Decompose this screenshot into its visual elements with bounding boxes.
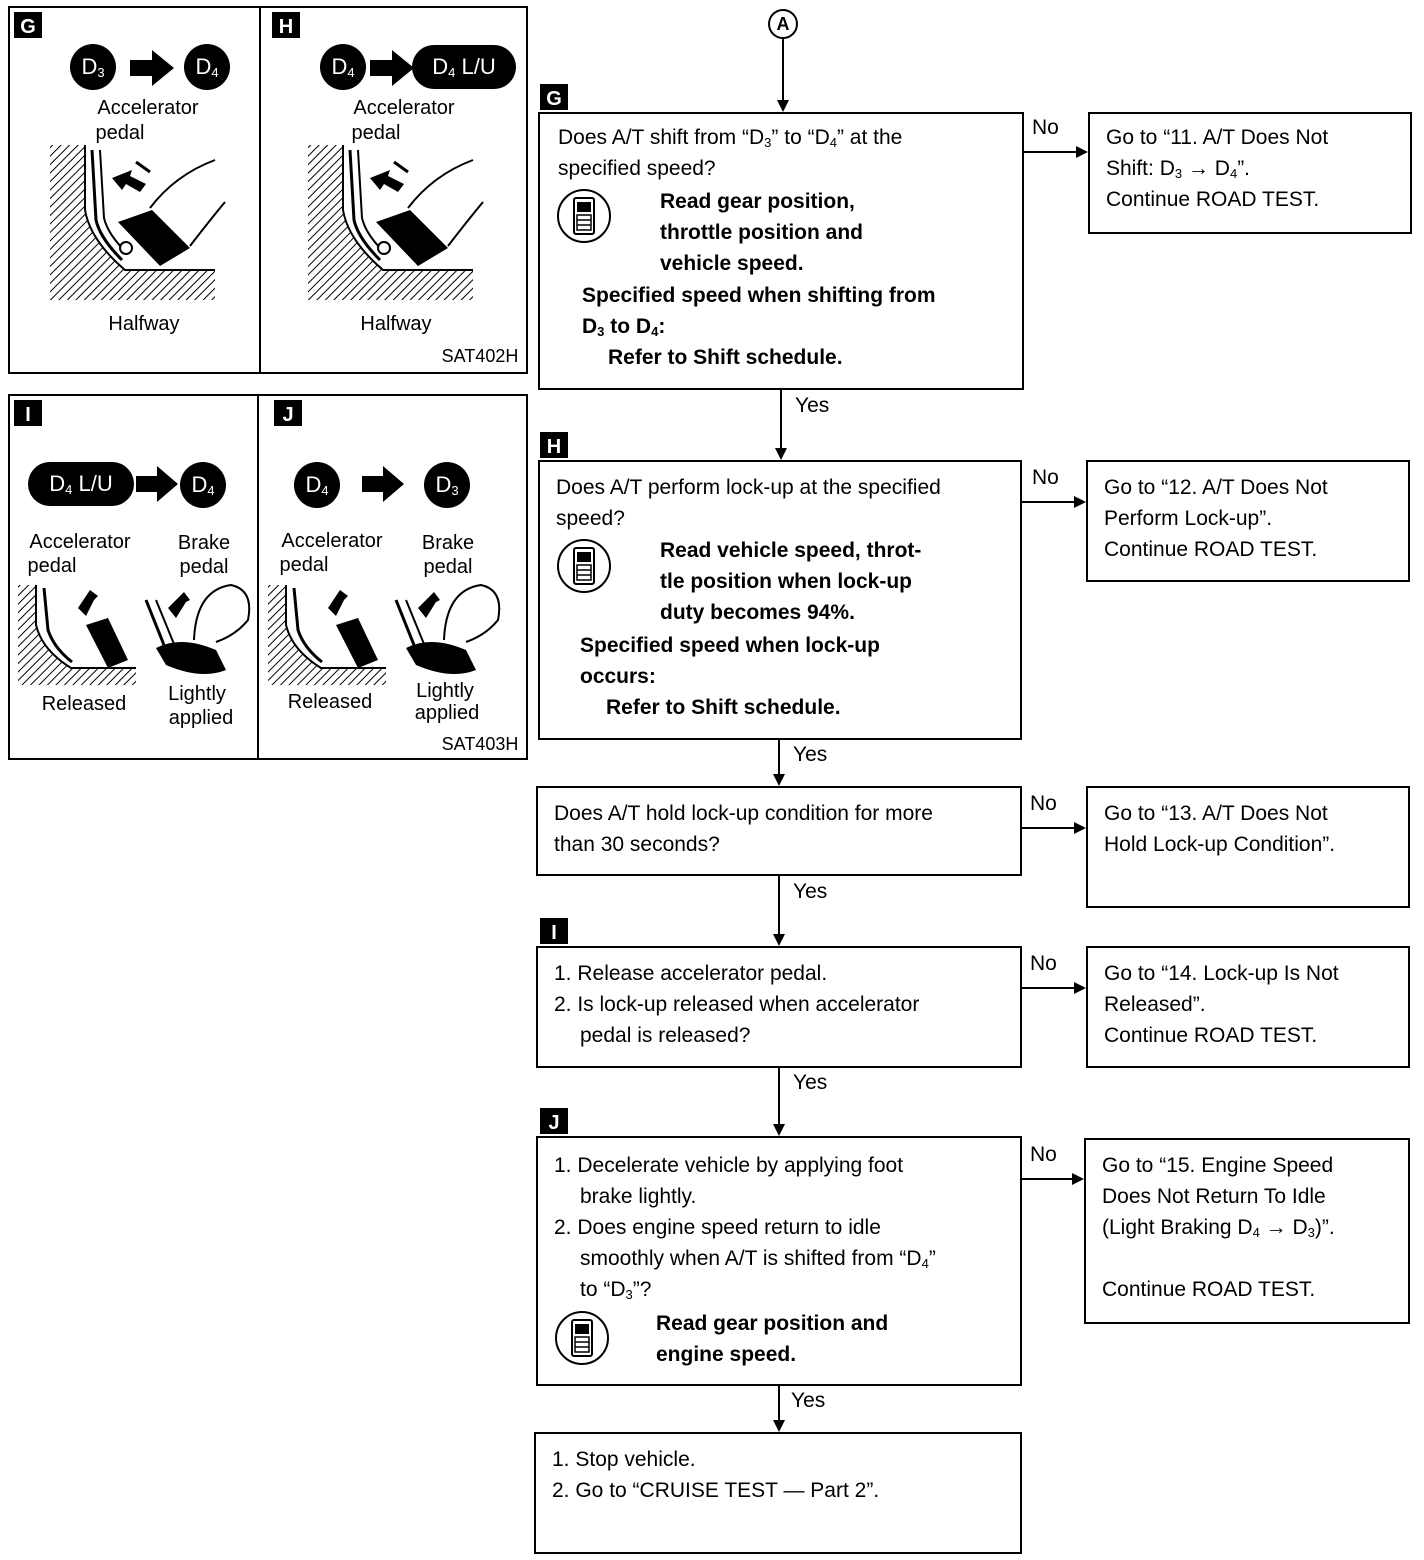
panel-j-accel-label-2: pedal — [279, 554, 329, 576]
step-g-question: Does A/T shift from “D3” to “D4” at the … — [558, 126, 903, 180]
step-g-read: Read gear position, throttle position an… — [660, 190, 863, 275]
edge-no-hold: No — [1030, 792, 1057, 815]
panel-j-brake-label-2: pedal — [423, 556, 473, 578]
edge-yes-i: Yes — [793, 1071, 828, 1094]
step-h-read: Read vehicle speed, throt- tle position … — [660, 539, 922, 624]
illustration-panel-bottom — [8, 394, 528, 760]
panel-j-accel-state: Released — [287, 691, 373, 713]
panel-g-to-badge: D4 — [184, 44, 230, 90]
panel-i-accel-state: Released — [41, 693, 127, 715]
step-i-no-text: Go to “14. Lock-up Is Not Released”. Con… — [1104, 962, 1339, 1047]
consult-tester-icon — [557, 539, 611, 593]
panel-h-tag: H — [272, 12, 300, 38]
step-h-no-box: Go to “12. A/T Does Not Perform Lock-up”… — [1086, 460, 1410, 582]
panel-j-brake-state-2: applied — [414, 702, 480, 724]
panel-i-tag: I — [14, 400, 42, 426]
illustration-panel-top — [8, 6, 528, 374]
panel-i-to-badge: D4 — [180, 462, 226, 508]
panel-g-state-label: Halfway — [108, 313, 180, 335]
step-j-steps: 1. Decelerate vehicle by applying foot b… — [554, 1154, 936, 1302]
step-i-tag: I — [540, 918, 568, 944]
edge-yes-hold: Yes — [793, 880, 828, 903]
step-h-box: Does A/T perform lock-up at the specifie… — [538, 460, 1022, 740]
arrow-right-icon — [370, 50, 414, 86]
panel-i-accel-label-2: pedal — [27, 555, 77, 577]
panel-i-accel-label-1: Accelerator — [29, 531, 131, 553]
panel-h-to-badge: D4 L/U — [412, 45, 516, 89]
arrow-right-icon — [362, 466, 404, 502]
step-h-tag: H — [540, 432, 568, 458]
step-j-read: Read gear position and engine speed. — [656, 1312, 889, 1366]
figure-code-sat402h: SAT402H — [441, 346, 519, 366]
panel-g-tag: G — [14, 12, 42, 38]
step-j-box: 1. Decelerate vehicle by applying foot b… — [536, 1136, 1022, 1386]
step-end-steps: 1. Stop vehicle. 2. Go to “CRUISE TEST —… — [552, 1448, 880, 1502]
arrow-right-icon — [136, 466, 178, 502]
step-g-no-box: Go to “11. A/T Does Not Shift: D3 → D4”.… — [1088, 112, 1412, 234]
edge-no-i: No — [1030, 952, 1057, 975]
step-i-steps: 1. Release accelerator pedal. 2. Is lock… — [554, 962, 920, 1047]
accelerator-pedal-halfway-illustration — [308, 145, 484, 300]
accelerator-brake-illustration — [18, 583, 251, 685]
panel-h-accel-label-1: Accelerator — [353, 97, 455, 119]
panel-i-brake-label-2: pedal — [179, 556, 229, 578]
step-g-no-text: Go to “11. A/T Does Not Shift: D3 → D4”.… — [1106, 126, 1329, 211]
step-g-spec: Specified speed when shifting from D3 to… — [582, 284, 936, 369]
step-hold-question: Does A/T hold lock-up condition for more… — [554, 802, 933, 856]
step-h-spec: Specified speed when lock-up occurs: Ref… — [580, 634, 880, 719]
panel-j-to-badge: D3 — [424, 462, 470, 508]
connector-a-label: A — [776, 14, 790, 34]
panel-j-brake-label-1: Brake — [421, 532, 475, 554]
panel-j-from-badge: D4 — [294, 462, 340, 508]
panel-j-accel-label-1: Accelerator — [281, 530, 383, 552]
consult-tester-icon — [557, 189, 611, 243]
accelerator-pedal-halfway-illustration — [50, 145, 226, 300]
edge-no-g: No — [1032, 116, 1059, 139]
panel-i-brake-state-1: Lightly — [168, 683, 226, 705]
step-j-tag: J — [540, 1108, 568, 1134]
step-i-no-box: Go to “14. Lock-up Is Not Released”. Con… — [1086, 946, 1410, 1068]
step-hold-no-text: Go to “13. A/T Does Not Hold Lock-up Con… — [1104, 802, 1336, 856]
panel-h-accel-label-2: pedal — [351, 122, 401, 144]
step-j-no-text: Go to “15. Engine Speed Does Not Return … — [1102, 1154, 1335, 1301]
step-j-no-box: Go to “15. Engine Speed Does Not Return … — [1084, 1138, 1410, 1324]
step-i-box: 1. Release accelerator pedal. 2. Is lock… — [536, 946, 1022, 1068]
step-hold-no-box: Go to “13. A/T Does Not Hold Lock-up Con… — [1086, 786, 1410, 908]
step-h-no-text: Go to “12. A/T Does Not Perform Lock-up”… — [1104, 476, 1328, 561]
step-g-tag: G — [540, 84, 568, 110]
panel-h-from-badge: D4 — [320, 44, 366, 90]
step-g-box: Does A/T shift from “D3” to “D4” at the … — [538, 112, 1024, 390]
panel-i-from-badge: D4 L/U — [28, 462, 134, 506]
panel-j-brake-state-1: Lightly — [416, 680, 474, 702]
consult-tester-icon — [555, 1311, 609, 1365]
step-hold-box: Does A/T hold lock-up condition for more… — [536, 786, 1022, 876]
step-end-box: 1. Stop vehicle. 2. Go to “CRUISE TEST —… — [534, 1432, 1022, 1554]
panel-g-from-badge: D3 — [70, 44, 116, 90]
accelerator-brake-illustration — [268, 583, 501, 685]
edge-yes-g: Yes — [795, 394, 830, 417]
edge-yes-h: Yes — [793, 743, 828, 766]
panel-h-state-label: Halfway — [360, 313, 432, 335]
panel-i-brake-state-2: applied — [168, 707, 234, 729]
edge-no-h: No — [1032, 466, 1059, 489]
arrow-right-icon — [130, 50, 174, 86]
figure-code-sat403h: SAT403H — [441, 734, 519, 754]
step-h-question: Does A/T perform lock-up at the specifie… — [556, 476, 941, 530]
panel-g-accel-label-1: Accelerator — [97, 97, 199, 119]
edge-no-j: No — [1030, 1143, 1057, 1166]
panel-i-brake-label-1: Brake — [177, 532, 231, 554]
panel-g-accel-label-2: pedal — [95, 122, 145, 144]
panel-j-tag: J — [274, 400, 302, 426]
edge-yes-j: Yes — [791, 1389, 826, 1412]
panel-divider-top — [259, 6, 261, 374]
panel-divider-bottom — [257, 394, 259, 760]
